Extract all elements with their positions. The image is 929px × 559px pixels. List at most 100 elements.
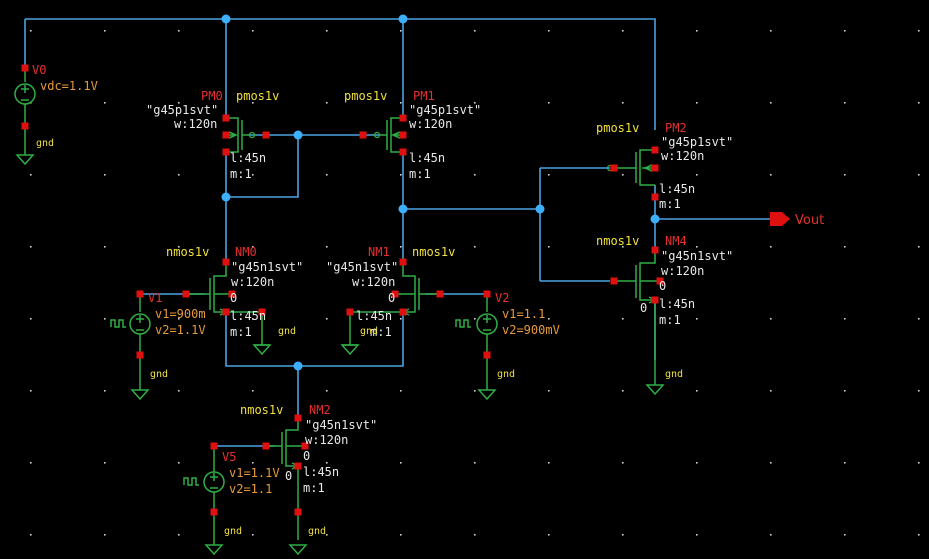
- pin-terminal[interactable]: [294, 414, 302, 422]
- pin-terminal[interactable]: [301, 442, 309, 450]
- pin-terminal[interactable]: [210, 508, 218, 516]
- grid-dot: [252, 246, 254, 248]
- nm2-type-label: nmos1v: [240, 403, 283, 417]
- pin-terminal[interactable]: [222, 131, 230, 139]
- pin-terminal[interactable]: [651, 164, 659, 172]
- ground-symbol: [252, 344, 272, 356]
- v5-source-symbol[interactable]: [183, 446, 225, 545]
- pin-terminal[interactable]: [222, 114, 230, 122]
- junction-dot: [535, 204, 545, 214]
- pin-terminal[interactable]: [210, 442, 218, 450]
- pin-terminal[interactable]: [610, 277, 618, 285]
- nm4-model-label: "g45n1svt": [661, 249, 733, 263]
- pin-terminal[interactable]: [610, 164, 618, 172]
- grid-dot: [326, 462, 328, 464]
- grid-dot: [178, 174, 180, 176]
- tail-wire[interactable]: [225, 312, 404, 367]
- pm1-m-label: m:1: [409, 167, 431, 181]
- v0-value-label: vdc=1.1V: [40, 79, 98, 93]
- grid-dot: [622, 30, 624, 32]
- nm4-l-label: l:45n: [659, 297, 695, 311]
- pin-terminal[interactable]: [399, 114, 407, 122]
- nm2-bulk-label: 0: [303, 449, 310, 463]
- pm2-l-label: l:45n: [659, 182, 695, 196]
- grid-dot: [770, 174, 772, 176]
- wires: [24, 18, 770, 447]
- pin-terminal[interactable]: [346, 308, 354, 316]
- grid-dot: [474, 246, 476, 248]
- pin-terminal[interactable]: [222, 308, 230, 316]
- pin-terminal[interactable]: [21, 122, 29, 130]
- pin-terminal[interactable]: [21, 64, 29, 72]
- grid-dot: [178, 462, 180, 464]
- pin-terminal[interactable]: [651, 193, 659, 201]
- pin-terminal[interactable]: [399, 148, 407, 156]
- gnd-label-nm0: gnd: [278, 326, 296, 337]
- pin-terminal[interactable]: [483, 290, 491, 298]
- grid-dot: [474, 462, 476, 464]
- pin-terminal[interactable]: [651, 296, 659, 304]
- vdd-rail-wire[interactable]: [25, 18, 656, 130]
- pin-terminal[interactable]: [294, 462, 302, 470]
- nm4-bulk2-label: 0: [640, 301, 647, 315]
- grid-dot: [844, 30, 846, 32]
- pin-terminal[interactable]: [359, 131, 367, 139]
- pin-terminal[interactable]: [182, 290, 190, 298]
- pin-terminal[interactable]: [399, 308, 407, 316]
- grid-dot: [622, 534, 624, 536]
- junction-dot: [293, 361, 303, 371]
- gnd-label-v1: gnd: [150, 369, 168, 380]
- pin-terminal[interactable]: [294, 508, 302, 516]
- pm0-type-label: pmos1v: [236, 89, 279, 103]
- grid-dot: [696, 462, 698, 464]
- vout-output-pin[interactable]: Vout: [770, 212, 824, 228]
- pin-terminal[interactable]: [258, 308, 266, 316]
- pin-terminal[interactable]: [436, 290, 444, 298]
- pin-terminal[interactable]: [483, 351, 491, 359]
- grid-dot: [474, 390, 476, 392]
- grid-dot: [252, 462, 254, 464]
- pm2-w-label: w:120n: [661, 149, 704, 163]
- grid-dot: [30, 318, 32, 320]
- v1-source-symbol[interactable]: [110, 294, 151, 390]
- pin-terminal[interactable]: [651, 146, 659, 154]
- pm0-diode-wire[interactable]: [226, 135, 299, 198]
- pm2-type-label: pmos1v: [596, 121, 639, 135]
- grid-dot: [400, 390, 402, 392]
- pin-terminal[interactable]: [222, 148, 230, 156]
- pin-terminal[interactable]: [222, 258, 230, 266]
- v2-source-symbol[interactable]: [455, 294, 498, 390]
- pm1-name-label: PM1: [413, 89, 435, 103]
- pin-terminal[interactable]: [399, 258, 407, 266]
- pm2-name-label: PM2: [665, 121, 687, 135]
- grid-dot: [770, 462, 772, 464]
- grid-dot: [696, 390, 698, 392]
- pin-terminal[interactable]: [399, 131, 407, 139]
- grid-dot: [326, 534, 328, 536]
- grid-dot: [622, 462, 624, 464]
- grid-dot: [104, 174, 106, 176]
- pin-terminal[interactable]: [656, 277, 664, 285]
- pin-terminal[interactable]: [391, 290, 399, 298]
- pin-terminal[interactable]: [136, 290, 144, 298]
- grid-dot: [400, 102, 402, 104]
- pm0-symbol[interactable]: [226, 117, 256, 153]
- grid-dot: [844, 318, 846, 320]
- pm1-symbol[interactable]: [373, 117, 404, 153]
- v2-v1-label: v1=1.1: [502, 307, 545, 321]
- grid-dot: [400, 534, 402, 536]
- junction-dot: [398, 14, 408, 24]
- nm2-symbol[interactable]: [266, 418, 305, 540]
- pm2-model-label: "g45p1svt": [661, 135, 733, 149]
- pin-terminal[interactable]: [262, 131, 270, 139]
- grid-dot: [400, 30, 402, 32]
- v0-source-symbol[interactable]: [14, 68, 36, 155]
- nm4-symbol[interactable]: [612, 250, 660, 304]
- pin-terminal[interactable]: [262, 442, 270, 450]
- pin-terminal[interactable]: [651, 246, 659, 254]
- pin-terminal[interactable]: [228, 290, 236, 298]
- pin-terminal[interactable]: [136, 351, 144, 359]
- grid-dot: [548, 246, 550, 248]
- grid-dot: [30, 462, 32, 464]
